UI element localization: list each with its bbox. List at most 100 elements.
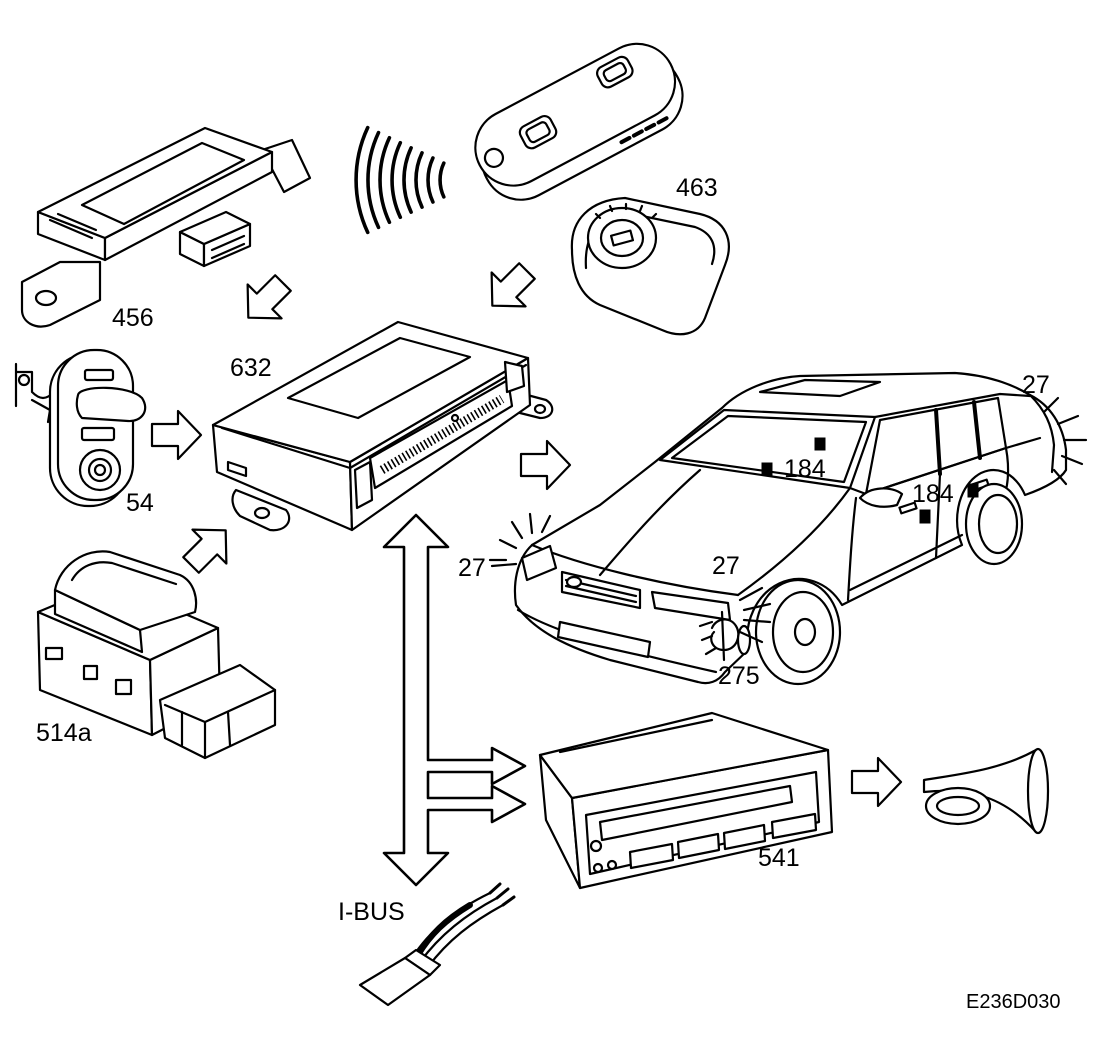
wire-tips — [488, 882, 516, 907]
hood-crease — [598, 468, 702, 577]
siren-top-ridge — [558, 718, 714, 754]
horn-coil — [924, 786, 992, 826]
arrow-456-to-632 — [246, 274, 292, 320]
side-mirror — [858, 487, 904, 508]
cable-wire — [410, 891, 505, 969]
fob-button-small — [483, 147, 505, 168]
horn-275-bell — [736, 624, 752, 656]
module-top-face — [211, 320, 530, 464]
label-456: 456 — [112, 304, 154, 332]
sunroof — [758, 378, 882, 398]
label-632: 632 — [230, 354, 272, 382]
horn-275 — [710, 610, 752, 662]
wave-arc — [354, 125, 370, 235]
callout-184-windshield: 184 — [784, 455, 826, 483]
horn-275-coil — [710, 610, 740, 662]
wave-arc — [414, 151, 424, 209]
beltline — [848, 436, 1042, 496]
ibus-arrow — [382, 513, 527, 887]
module-top-edge — [220, 363, 528, 470]
module-connector-latch — [353, 460, 374, 510]
fob-button-unlock-inner — [602, 61, 628, 83]
remote-key-fob — [474, 42, 684, 201]
rocker-top — [53, 550, 198, 632]
switch-connector-detail — [163, 688, 277, 760]
siren-display — [598, 784, 794, 842]
rocker-switch — [36, 550, 277, 760]
sill-line — [848, 533, 964, 592]
label-463: 463 — [676, 174, 718, 202]
siren-top-face — [538, 711, 830, 800]
ibus-label: I-BUS — [338, 898, 405, 926]
light-rays-front-left — [488, 512, 552, 562]
door-switch-slot-middle — [80, 426, 116, 442]
flow-arrows — [150, 262, 903, 808]
leader-line-27-front-left — [490, 562, 518, 568]
windshield-inner — [670, 414, 868, 484]
receiver-connector-detail — [210, 234, 246, 260]
module-top-label-area — [286, 336, 472, 420]
wave-arc — [378, 135, 392, 225]
rear-rim — [977, 493, 1019, 555]
arrow-514a-to-632 — [182, 528, 228, 574]
rocker-contour — [70, 561, 178, 586]
siren-led — [592, 862, 604, 874]
roof-edge — [873, 392, 1032, 419]
light-rays-front-right — [698, 586, 772, 656]
door-handle — [898, 501, 918, 515]
front-hub — [793, 617, 817, 647]
arrow-463-to-632 — [490, 262, 536, 308]
radio-waves — [354, 125, 446, 235]
sensor-door-front — [919, 509, 931, 524]
horn-coil-inner — [935, 795, 981, 817]
door-switch-button-inner — [87, 457, 113, 483]
horn — [922, 747, 1050, 835]
trunk-edge — [1028, 393, 1056, 474]
wave-arc — [426, 156, 435, 204]
hood-right-edge — [736, 486, 852, 597]
car — [488, 371, 1088, 686]
window-pillars — [934, 400, 982, 476]
key-slot — [609, 229, 635, 247]
sensor-windshield-lower — [761, 462, 773, 476]
siren-button-3 — [722, 823, 767, 851]
siren-led — [606, 859, 618, 871]
callout-27-front-left: 27 — [458, 554, 486, 582]
label-514a: 514a — [36, 719, 92, 747]
horn-tube — [922, 748, 1038, 834]
light-ray — [1042, 396, 1088, 486]
siren-indicator — [589, 839, 603, 853]
cable-plug — [358, 956, 432, 1007]
headlight-left — [520, 544, 558, 582]
light-rays-rear — [1042, 396, 1088, 486]
wave-arc — [366, 130, 381, 230]
horn-bell — [1026, 747, 1050, 835]
wave-arc — [402, 146, 413, 214]
fob-button-lock-inner — [525, 121, 551, 144]
callout-275: 275 — [718, 662, 760, 690]
module-corner-tab — [503, 360, 526, 394]
fob-side-marking — [619, 116, 669, 145]
door-switch-button-center — [93, 463, 107, 477]
siren-front-frame — [584, 770, 821, 876]
label-54: 54 — [126, 489, 154, 517]
sensor-windshield-upper — [814, 437, 826, 451]
callout-27-rear: 27 — [1022, 371, 1050, 399]
light-ray — [488, 512, 552, 562]
figure-code: E236D030 — [966, 991, 1061, 1013]
receiver-flange — [260, 138, 312, 194]
sensor-door-rear — [967, 483, 979, 498]
module-connector — [368, 378, 514, 490]
receiver-top-window — [80, 141, 246, 226]
wave-arc — [438, 161, 446, 199]
siren-button-2 — [676, 832, 721, 860]
receiver-connector-top — [178, 210, 252, 246]
ignition-switch — [570, 196, 730, 336]
grille-logo — [565, 575, 583, 589]
door-switch-slot-top — [83, 368, 115, 382]
switch-clip — [82, 664, 99, 681]
wave-arc — [390, 141, 403, 219]
door-switch-plunger — [75, 386, 147, 423]
switch-connector — [158, 663, 277, 760]
